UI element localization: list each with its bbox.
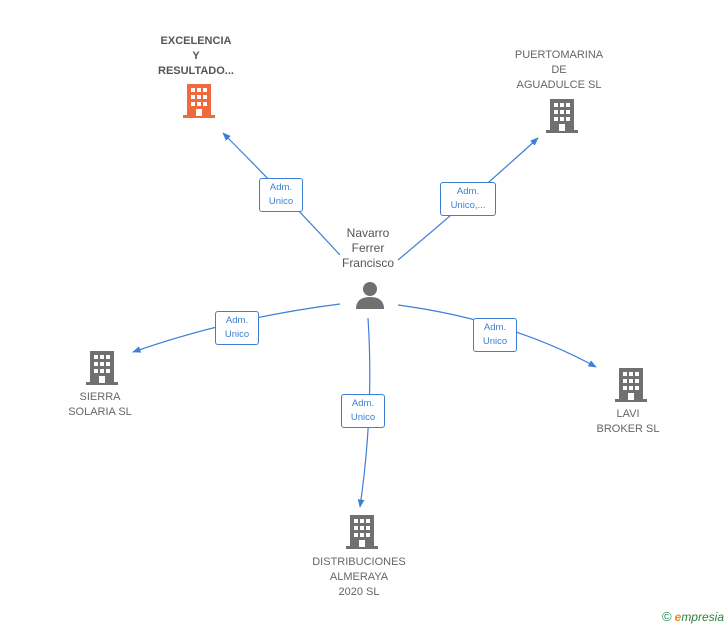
role-label-excelencia: Adm. Unico — [259, 178, 303, 212]
building-icon — [546, 99, 578, 133]
company-excelencia-label[interactable]: EXCELENCIA Y RESULTADO... — [158, 35, 234, 77]
company-lavi-label[interactable]: LAVI BROKER SL — [596, 408, 660, 435]
role-label-puertomarina: Adm. Unico,... — [440, 182, 496, 216]
building-icon — [183, 84, 215, 118]
role-label-sierra: Adm. Unico — [215, 311, 259, 345]
copyright-icon: © — [662, 609, 672, 624]
role-label-lavi: Adm. Unico — [473, 318, 517, 352]
person-name[interactable]: Navarro Ferrer Francisco — [341, 226, 394, 270]
building-icon — [86, 351, 118, 385]
role-label-distribuciones: Adm. Unico — [341, 394, 385, 428]
building-icon — [615, 368, 647, 402]
brand-footer[interactable]: ©empresia — [662, 609, 724, 624]
person-icon — [356, 282, 384, 309]
brand-logo-e: e — [674, 610, 682, 624]
company-puertomarina-label[interactable]: PUERTOMARINA DE AGUADULCE SL — [514, 49, 604, 91]
company-distribuciones-label[interactable]: DISTRIBUCIONES ALMERAYA 2020 SL — [312, 556, 406, 598]
company-sierra-label[interactable]: SIERRA SOLARIA SL — [68, 391, 132, 418]
brand-name: mpresia — [681, 610, 724, 624]
building-icon — [346, 515, 378, 549]
